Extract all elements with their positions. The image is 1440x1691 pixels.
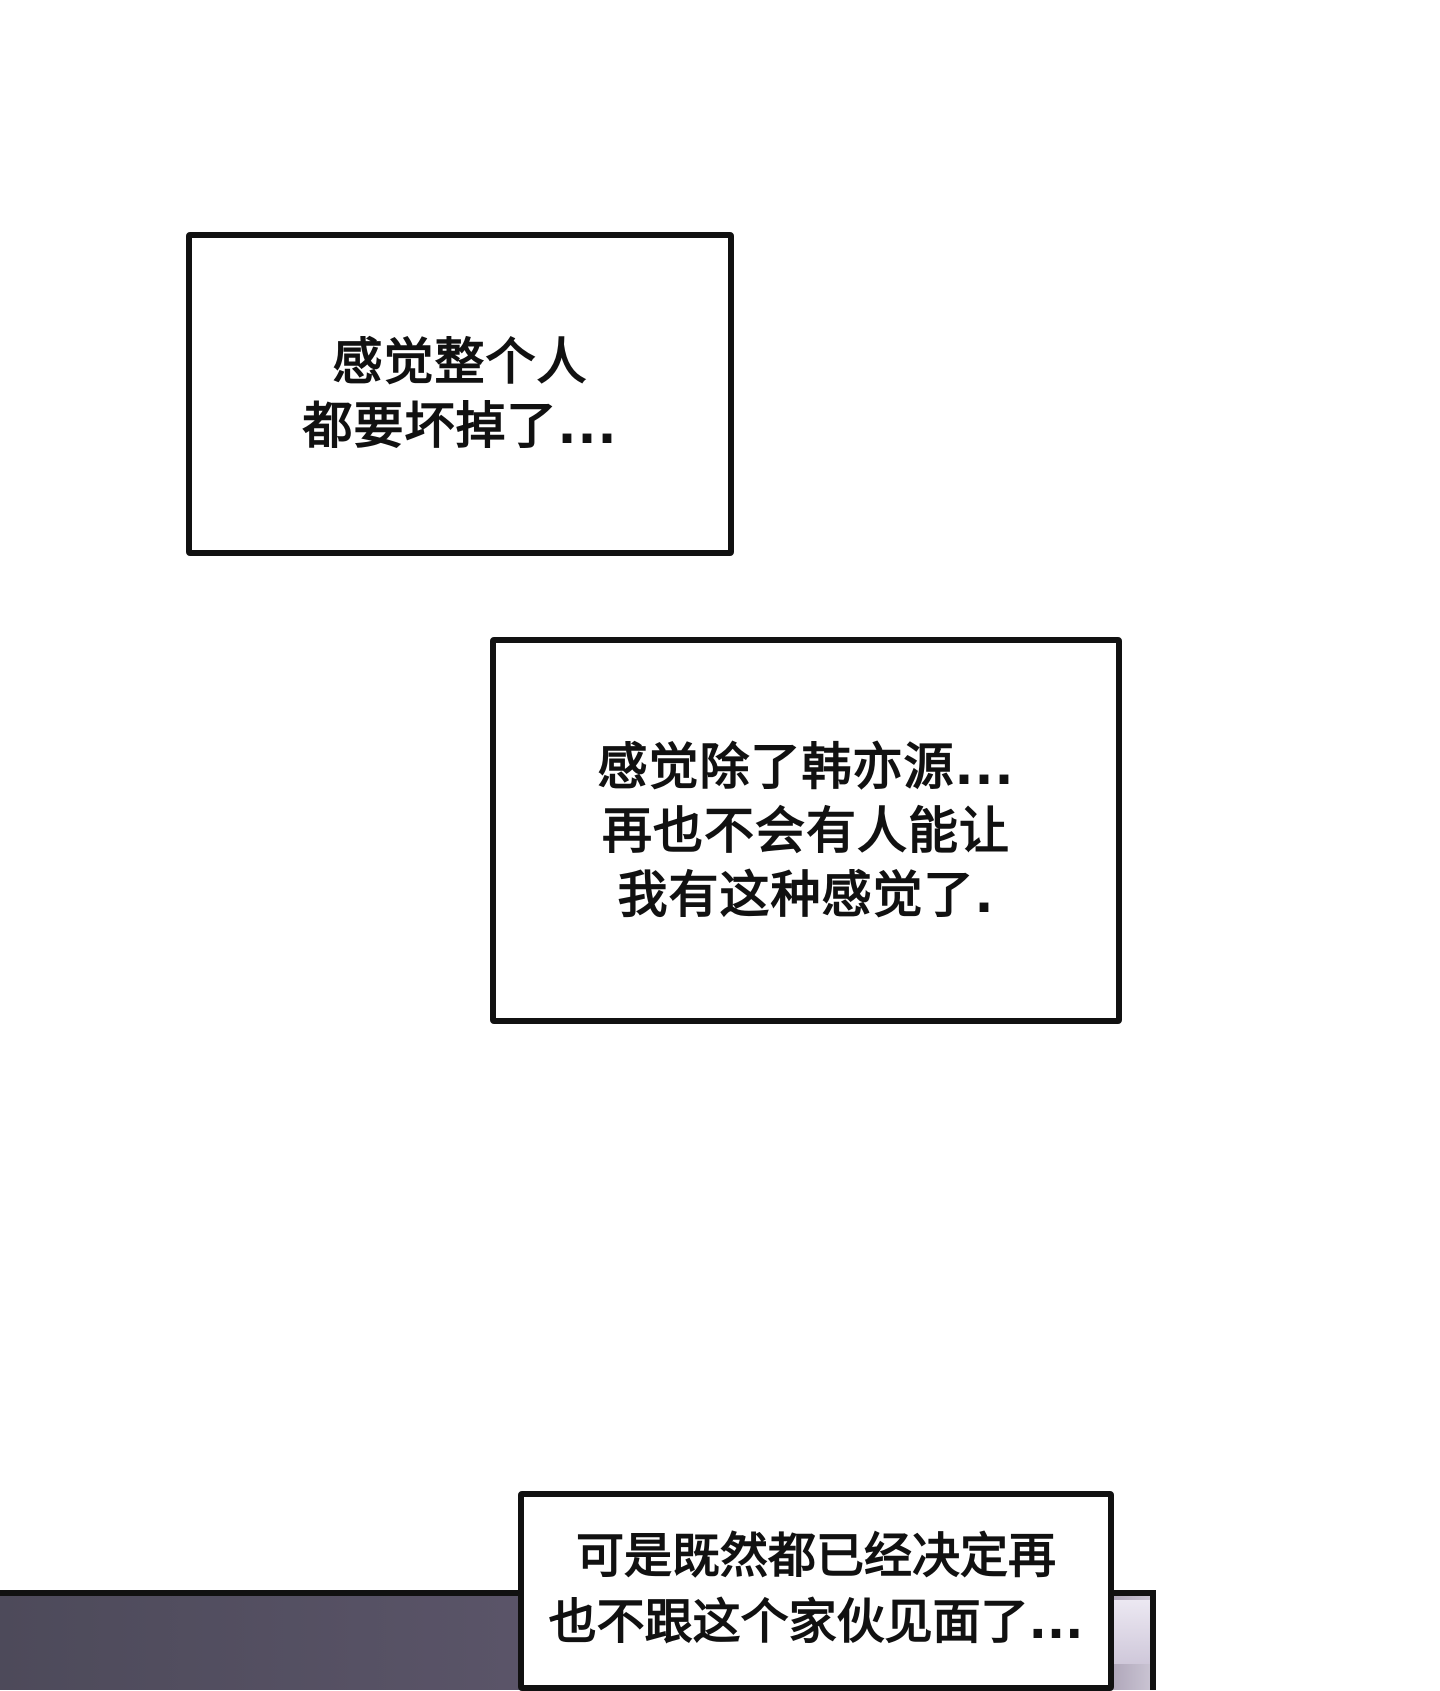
caption-box-1: 感觉整个人 都要坏掉了... — [186, 232, 734, 556]
caption-box-3: 可是既然都已经决定再 也不跟这个家伙见面了... — [518, 1491, 1114, 1691]
caption-text-3: 可是既然都已经决定再 也不跟这个家伙见面了... — [548, 1528, 1084, 1650]
comic-panel-highlight — [1108, 1600, 1150, 1664]
caption-text-1: 感觉整个人 都要坏掉了... — [302, 333, 618, 455]
caption-text-2: 感觉除了韩亦源... 再也不会有人能让 我有这种感觉了. — [597, 737, 1015, 924]
caption-box-2: 感觉除了韩亦源... 再也不会有人能让 我有这种感觉了. — [490, 637, 1122, 1024]
